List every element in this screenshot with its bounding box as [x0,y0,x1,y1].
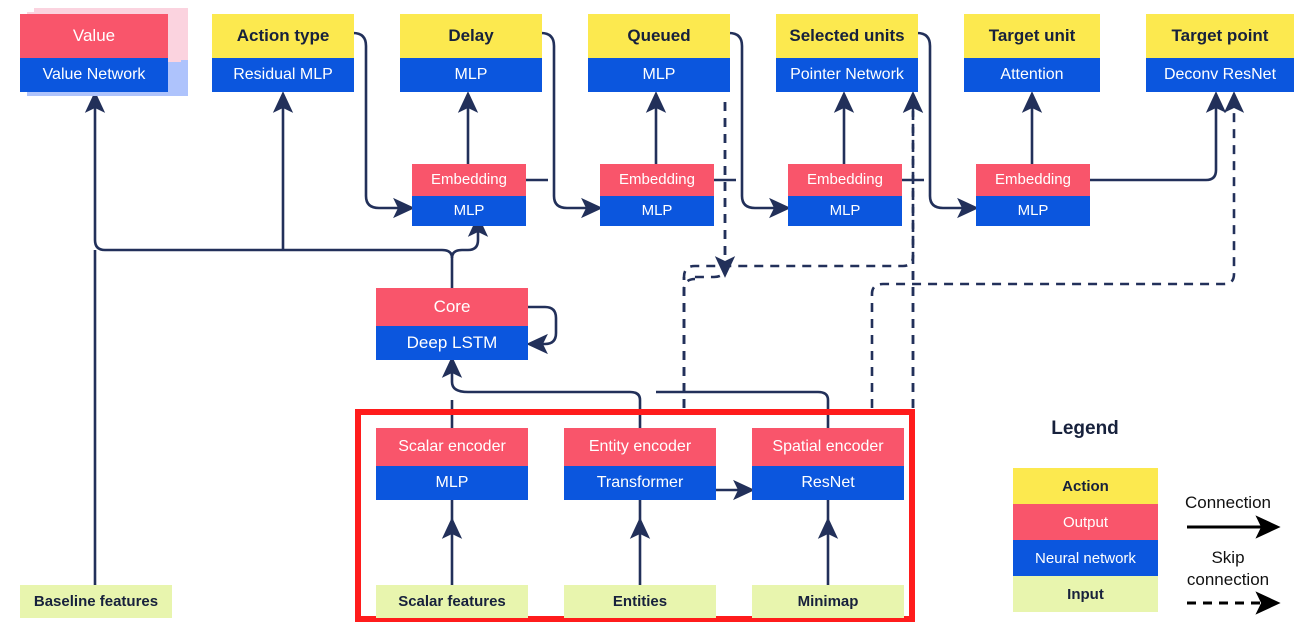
head-block-value[interactable]: Value Value Network [20,14,168,92]
head-action-label: Target point [1146,14,1294,58]
head-action-label: Action type [212,14,354,58]
encoder-output-label: Entity encoder [564,428,716,466]
embedding-block-3[interactable]: Embedding MLP [788,164,902,226]
input-block-minimap[interactable]: Minimap [752,585,904,618]
core-output-label: Core [376,288,528,326]
embedding-output-label: Embedding [788,164,902,196]
legend-title: Legend [1051,418,1119,439]
head-network-label: Value Network [20,58,168,92]
encoder-network-label: ResNet [752,466,904,500]
head-block-delay[interactable]: Delay MLP [400,14,542,92]
head-network-label: Attention [964,58,1100,92]
embedding-network-label: MLP [788,196,902,226]
embedding-output-label: Embedding [412,164,526,196]
encoder-highlight-box [355,409,915,622]
input-block-scalar-features[interactable]: Scalar features [376,585,528,618]
legend-swatch-neural-network: Neural network [1013,540,1158,576]
legend-swatch-stack: Action Output Neural network Input [1013,468,1158,612]
encoder-block-spatial[interactable]: Spatial encoder ResNet [752,428,904,500]
embedding-block-4[interactable]: Embedding MLP [976,164,1090,226]
embedding-block-1[interactable]: Embedding MLP [412,164,526,226]
embedding-output-label: Embedding [600,164,714,196]
encoder-network-label: MLP [376,466,528,500]
embedding-block-2[interactable]: Embedding MLP [600,164,714,226]
head-block-target-unit[interactable]: Target unit Attention [964,14,1100,92]
legend-swatch-label: Output [1062,513,1109,531]
legend-swatch-label: Input [1067,585,1104,603]
embedding-network-label: MLP [600,196,714,226]
input-block-entities[interactable]: Entities [564,585,716,618]
input-label: Entities [564,585,716,618]
encoder-block-entity[interactable]: Entity encoder Transformer [564,428,716,500]
core-block[interactable]: Core Deep LSTM [376,288,528,360]
head-action-label: Selected units [776,14,918,58]
input-label: Baseline features [20,585,172,618]
input-label: Scalar features [376,585,528,618]
head-network-label: MLP [400,58,542,92]
legend-swatch-action: Action [1013,468,1158,504]
head-block-action-type[interactable]: Action type Residual MLP [212,14,354,92]
legend-swatch-input: Input [1013,576,1158,612]
embedding-output-label: Embedding [976,164,1090,196]
legend-swatch-output: Output [1013,504,1158,540]
legend-skip-label-line2: connection [1186,570,1270,589]
embedding-network-label: MLP [412,196,526,226]
head-network-label: MLP [588,58,730,92]
encoder-output-label: Scalar encoder [376,428,528,466]
embedding-network-label: MLP [976,196,1090,226]
head-block-queued[interactable]: Queued MLP [588,14,730,92]
head-network-label: Pointer Network [776,58,918,92]
head-network-label: Residual MLP [212,58,354,92]
core-network-label: Deep LSTM [376,326,528,360]
legend-connection-label: Connection [1184,493,1272,512]
legend-swatch-label: Action [1062,477,1109,495]
head-action-label: Value [20,14,168,58]
encoder-network-label: Transformer [564,466,716,500]
head-block-selected-units[interactable]: Selected units Pointer Network [776,14,918,92]
encoder-output-label: Spatial encoder [752,428,904,466]
legend-swatch-label: Neural network [1035,549,1136,567]
head-action-label: Delay [400,14,542,58]
input-label: Minimap [752,585,904,618]
input-block-baseline-features[interactable]: Baseline features [20,585,172,618]
head-action-label: Queued [588,14,730,58]
head-action-label: Target unit [964,14,1100,58]
head-block-target-point[interactable]: Target point Deconv ResNet [1146,14,1294,92]
head-network-label: Deconv ResNet [1146,58,1294,92]
legend-skip-label-line1: Skip [1211,548,1245,567]
encoder-block-scalar[interactable]: Scalar encoder MLP [376,428,528,500]
